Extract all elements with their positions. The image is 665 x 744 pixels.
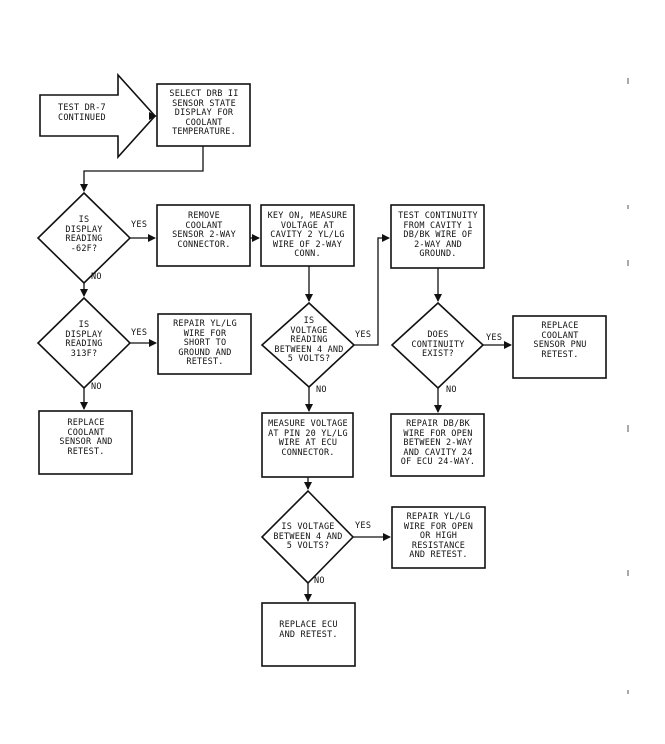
decision-313f-label: IS DISPLAY READING 313F? (65, 320, 103, 359)
no-label-62f: NO (91, 272, 102, 282)
replace-sensor-pnu-box (512, 315, 607, 379)
no-label-voltage1: NO (316, 385, 327, 395)
key-on-box (260, 204, 355, 267)
repair-open-high-label: REPAIR YL/LG WIRE FOR OPEN OR HIGH RESIS… (403, 512, 474, 560)
decision-voltage2-label: IS VOLTAGE BETWEEN 4 AND 5 VOLTS? (273, 522, 343, 551)
remove-sensor-box (156, 204, 251, 267)
start-block-arrow (39, 72, 157, 160)
measure-ecu-label: MEASURE VOLTAGE AT PIN 20 YL/LG WIRE AT … (268, 419, 348, 458)
no-label-voltage2: NO (314, 576, 325, 586)
yes-label-313f: YES (131, 328, 148, 338)
replace-ecu-label: REPLACE ECU AND RETEST. (279, 620, 338, 640)
replace-sensor-label: REPLACE COOLANT SENSOR AND RETEST. (59, 418, 113, 457)
replace-ecu-box (261, 602, 356, 667)
replace-sensor-pnu-label: REPLACE COOLANT SENSOR PNU RETEST. (533, 321, 587, 360)
yes-label-voltage1: YES (355, 330, 372, 340)
repair-open-high-box (391, 506, 486, 569)
decision-62f-label: IS DISPLAY READING -62F? (65, 215, 103, 254)
repair-short-label: REPAIR YL/LG WIRE FOR SHORT TO GROUND AN… (173, 319, 237, 367)
yes-label-continuity: YES (486, 333, 503, 343)
no-label-313f: NO (91, 382, 102, 392)
repair-open-box (390, 413, 485, 477)
decision-continuity-label: DOES CONTINUITY EXIST? (411, 330, 465, 359)
test-continuity-label: TEST CONTINUITY FROM CAVITY 1 DB/BK WIRE… (398, 211, 478, 259)
select-drb-label: SELECT DRB II SENSOR STATE DISPLAY FOR C… (169, 89, 239, 137)
yes-label-voltage2: YES (355, 521, 372, 531)
yes-label-62f: YES (131, 220, 148, 230)
replace-sensor-box (38, 410, 133, 475)
repair-short-box (157, 313, 252, 375)
repair-open-label: REPAIR DB/BK WIRE FOR OPEN BETWEEN 2-WAY… (400, 419, 476, 467)
decision-voltage1-label: IS VOLTAGE READING BETWEEN 4 AND 5 VOLTS… (274, 316, 344, 364)
remove-sensor-label: REMOVE COOLANT SENSOR 2-WAY CONNECTOR. (172, 211, 236, 250)
key-on-label: KEY ON, MEASURE VOLTAGE AT CAVITY 2 YL/L… (267, 211, 348, 259)
no-label-continuity: NO (446, 385, 457, 395)
start-arrow-label: TEST DR-7 CONTINUED (58, 103, 106, 123)
